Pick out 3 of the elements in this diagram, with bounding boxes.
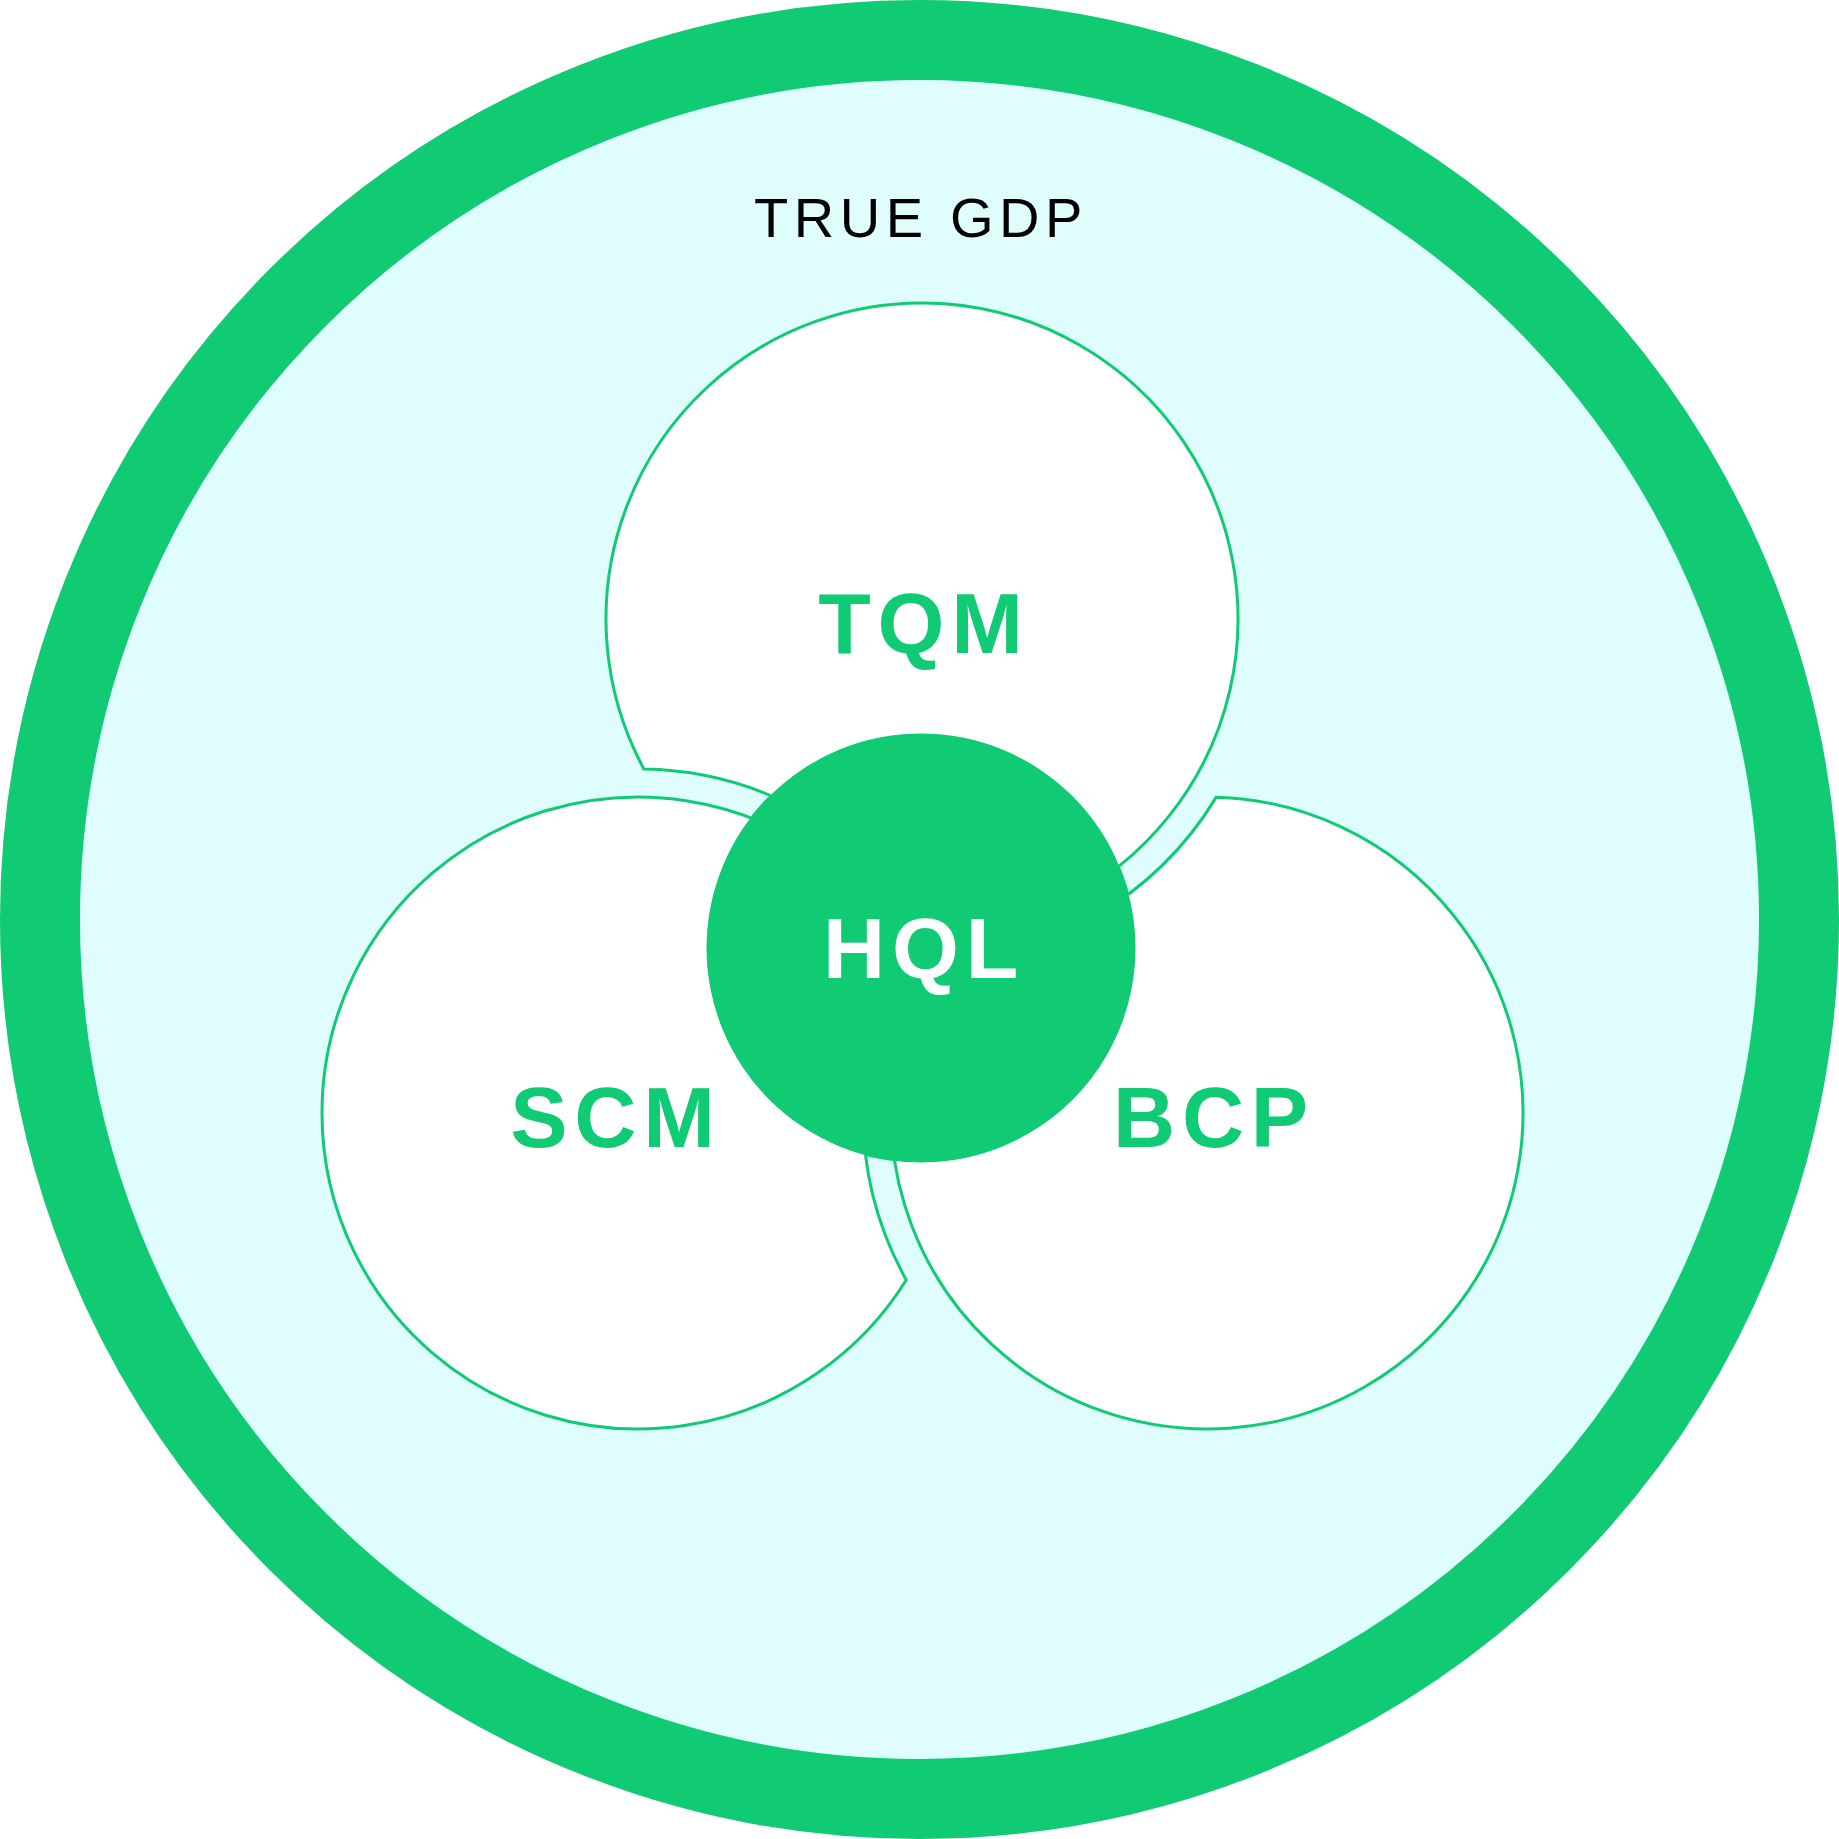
circle-label: TRUE GDP — [753, 190, 1089, 246]
circle-label: SCM — [510, 1074, 722, 1160]
circle-label: BCP — [1112, 1074, 1316, 1160]
